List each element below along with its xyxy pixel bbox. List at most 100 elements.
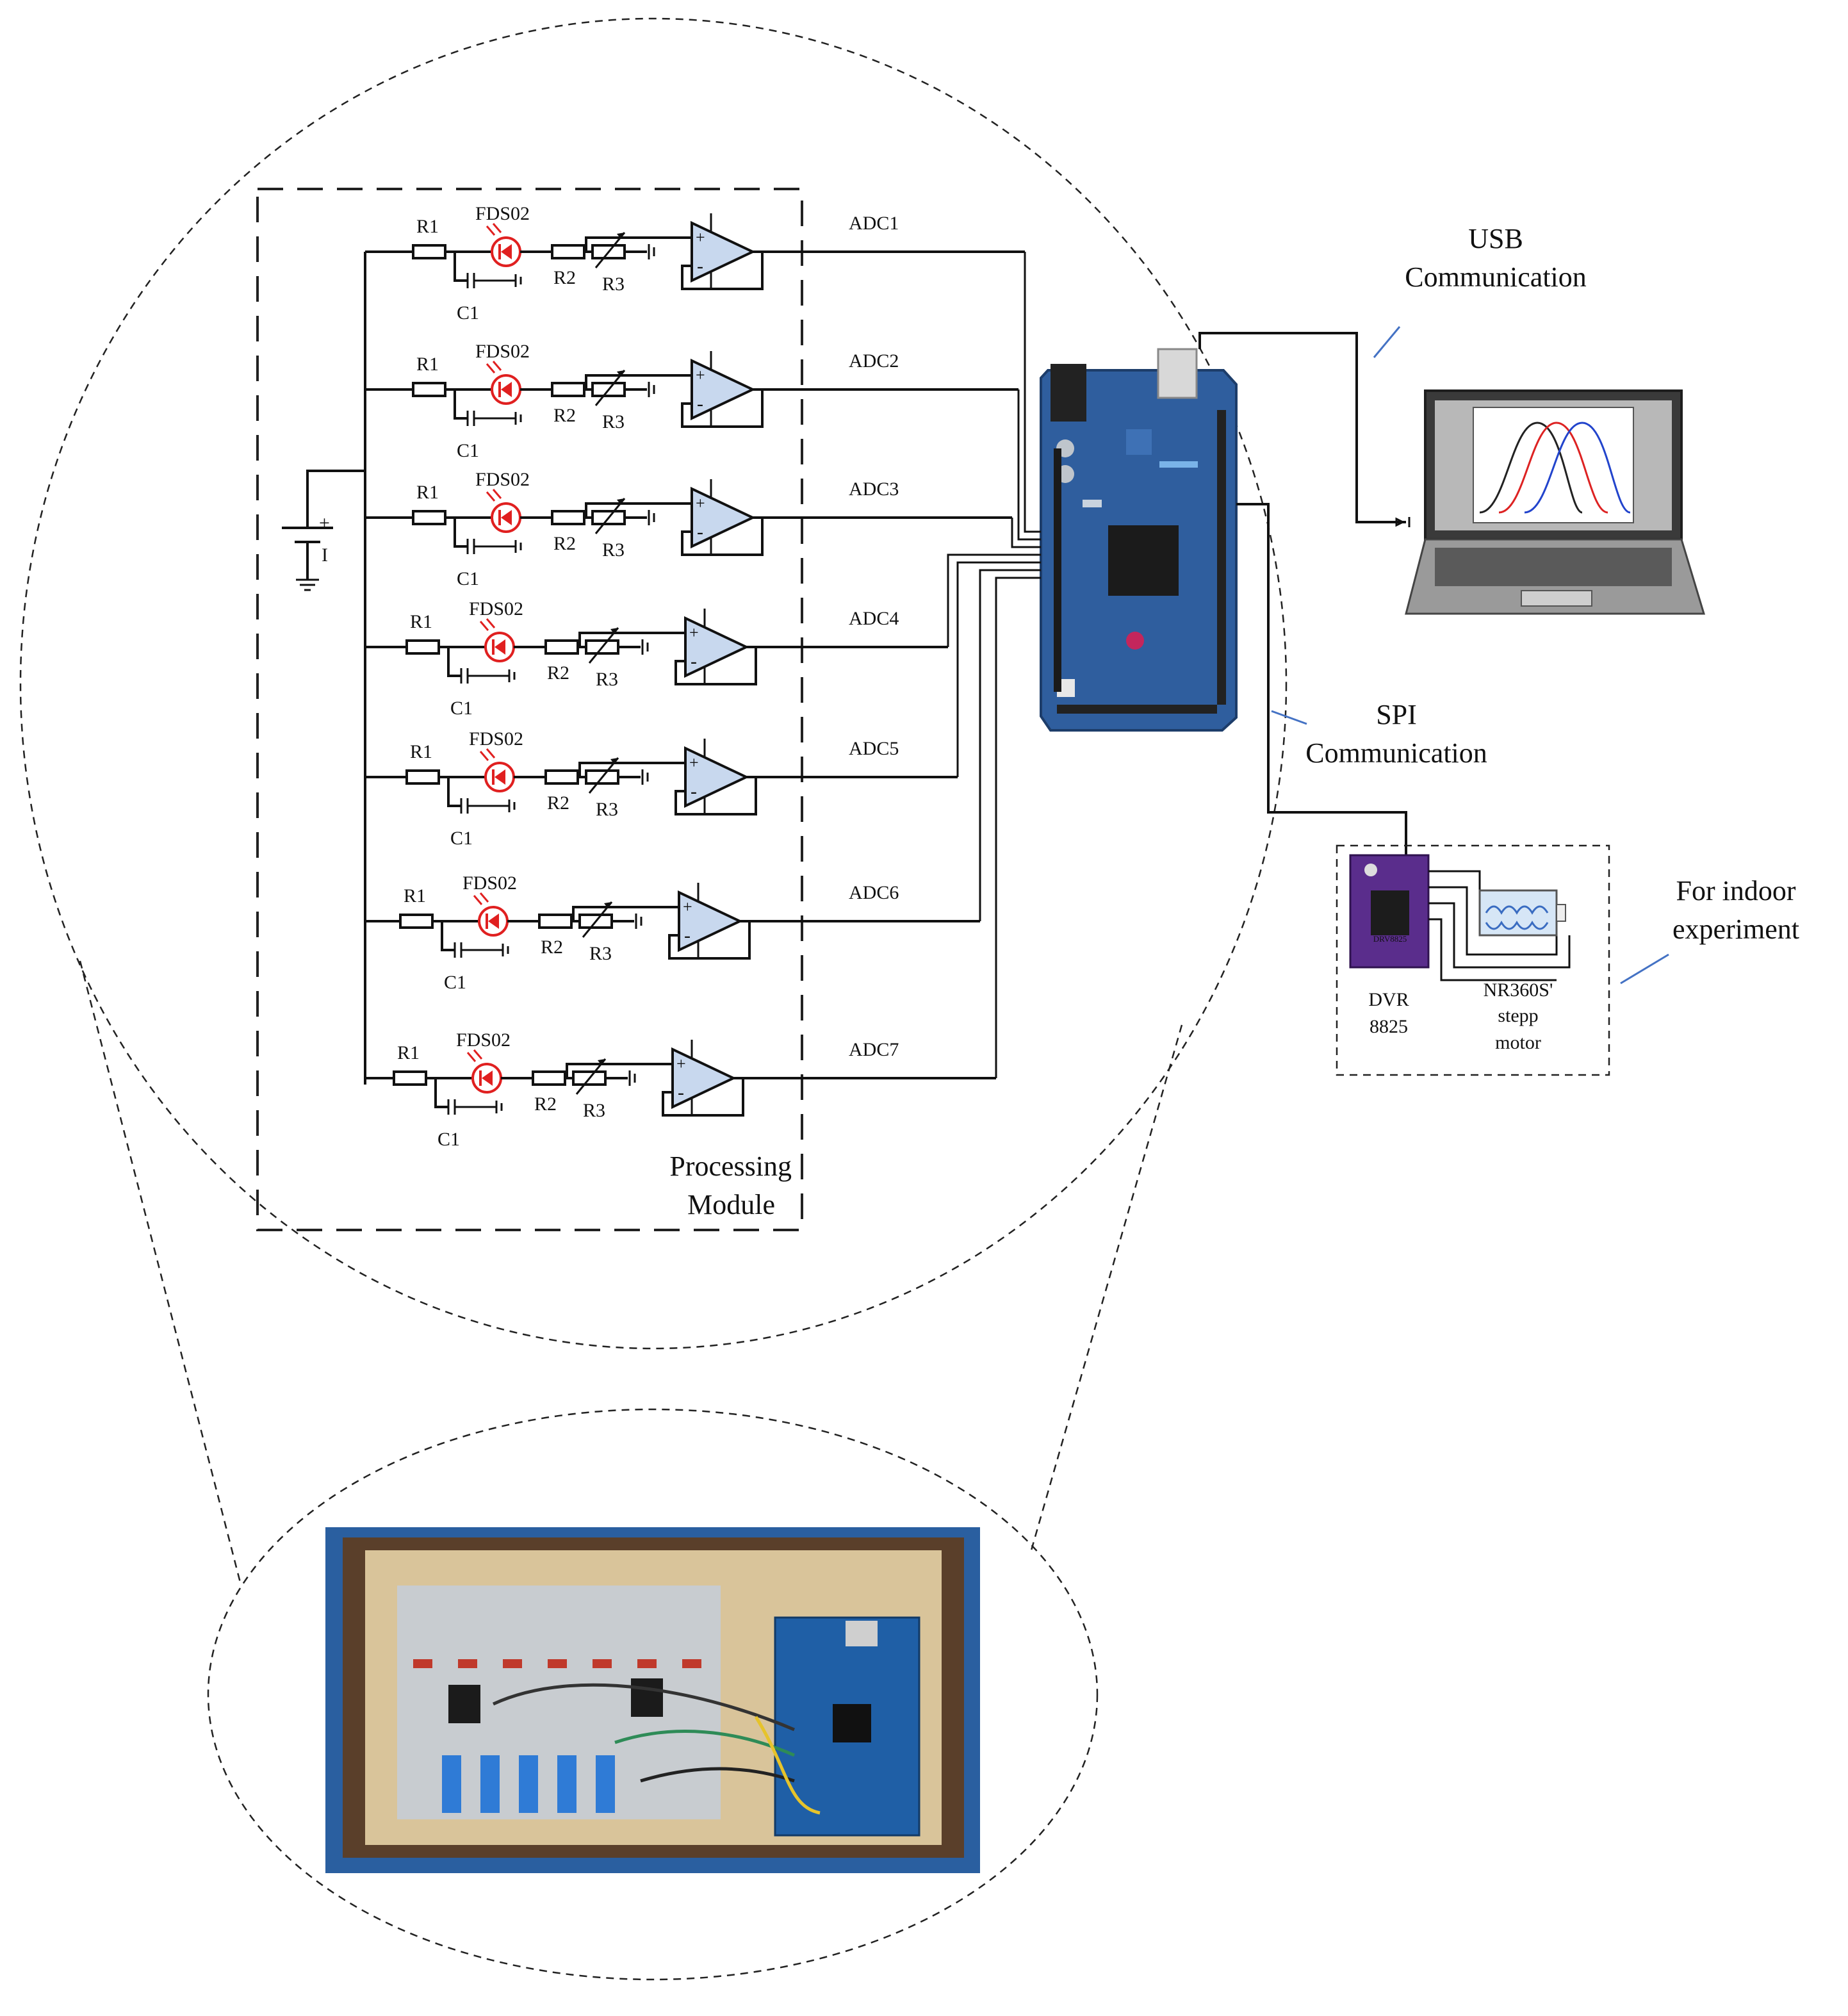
r3-label: R3 <box>602 274 625 295</box>
driver-chip-text: DRV8825 <box>1373 934 1407 944</box>
photodiode-icon <box>486 223 521 267</box>
stepper-motor-icon <box>1478 889 1566 937</box>
adc-label: ADC2 <box>849 350 899 372</box>
spi-link: SPI Communication <box>1236 503 1487 865</box>
r3-label: R3 <box>602 539 625 561</box>
photodiode-icon <box>479 748 515 792</box>
r1-label: R1 <box>416 482 439 503</box>
photodiode-icon <box>479 618 515 662</box>
resistor-icon <box>393 1070 427 1086</box>
photodiode-label: FDS02 <box>469 598 523 619</box>
c1-label: C1 <box>450 698 473 719</box>
svg-text:+: + <box>696 228 705 247</box>
resistor-icon <box>405 769 440 785</box>
opamp-icon: +- <box>684 739 749 815</box>
driver-label-2: 8825 <box>1370 1016 1408 1037</box>
photodiode-label: FDS02 <box>456 1029 511 1051</box>
c1-label: C1 <box>457 440 479 461</box>
opamp-icon: +- <box>691 351 756 428</box>
zoom-ellipse-small <box>207 1408 1099 1981</box>
power-supply: + I <box>282 252 366 1085</box>
arduino-board-icon <box>1040 348 1238 732</box>
photo-photodiodes <box>413 1659 701 1668</box>
spi-label-1: SPI <box>1376 699 1417 730</box>
resistor-icon <box>538 914 573 929</box>
usb-pointer <box>1373 326 1401 358</box>
opamp-icon: +- <box>691 213 756 290</box>
photodiode-icon <box>486 361 521 405</box>
r1-label: R1 <box>416 354 439 375</box>
r1-label: R1 <box>410 741 432 762</box>
zoom-line-left <box>79 960 241 1583</box>
r2-label: R2 <box>541 937 563 958</box>
photodiode-icon <box>473 892 509 937</box>
zoom-ellipse-large <box>19 17 1288 1350</box>
r2-label: R2 <box>547 792 569 814</box>
r3-label: R3 <box>596 669 618 690</box>
hardware-photo <box>325 1527 980 1873</box>
processing-module-label-2: Module <box>687 1189 775 1220</box>
motor-label-2: stepp <box>1498 1005 1538 1026</box>
svg-text:+: + <box>689 753 699 772</box>
r1-label: R1 <box>410 611 432 632</box>
c1-label: C1 <box>457 302 479 324</box>
capacitor-icon <box>447 1099 503 1115</box>
resistor-icon <box>551 382 585 397</box>
motor-label-1: NR360S' <box>1484 979 1553 1001</box>
svg-text:+: + <box>696 366 705 384</box>
capacitor-icon <box>454 942 509 958</box>
svg-text:+: + <box>676 1054 686 1073</box>
adc-bus-wires <box>947 252 1041 1078</box>
motor-label-3: motor <box>1495 1032 1541 1053</box>
svg-text:-: - <box>697 256 703 277</box>
usb-label-1: USB <box>1468 223 1523 254</box>
driver-motor-wires <box>1428 870 1571 981</box>
adc-label: ADC7 <box>849 1039 899 1060</box>
svg-text:-: - <box>678 1082 684 1103</box>
c1-label: C1 <box>450 828 473 849</box>
adc-label: ADC1 <box>849 213 899 234</box>
adc-label: ADC5 <box>849 738 899 759</box>
photodiode-icon <box>486 489 521 533</box>
photodiode-label: FDS02 <box>475 469 530 490</box>
svg-text:+: + <box>696 494 705 512</box>
svg-text:-: - <box>691 651 697 672</box>
indoor-pointer <box>1620 953 1669 985</box>
resistor-icon <box>551 510 585 525</box>
laptop-icon <box>1405 389 1706 615</box>
capacitor-icon <box>466 539 522 554</box>
usb-link: USB Communication <box>1198 223 1587 527</box>
zoom-line-right <box>1030 1024 1183 1551</box>
svg-text:-: - <box>691 781 697 802</box>
r1-label: R1 <box>416 216 439 237</box>
opamp-icon: +- <box>691 479 756 556</box>
laptop-screen-plot <box>1479 422 1631 514</box>
photo-wires <box>492 1683 821 1815</box>
r1-label: R1 <box>397 1042 420 1063</box>
c1-label: C1 <box>444 972 466 993</box>
photo-blue-tapes <box>442 1755 615 1813</box>
photodiode-label: FDS02 <box>469 728 523 750</box>
driver-label-1: DVR <box>1368 989 1409 1010</box>
usb-label-2: Communication <box>1405 261 1587 293</box>
resistor-icon <box>399 914 434 929</box>
r3-label: R3 <box>596 799 618 820</box>
resistor-icon <box>544 639 579 655</box>
svg-text:I: I <box>322 545 328 566</box>
r2-label: R2 <box>534 1094 557 1115</box>
photodiode-icon <box>466 1049 502 1094</box>
capacitor-icon <box>466 273 522 288</box>
svg-text:-: - <box>697 521 703 543</box>
photo-arduino <box>774 1616 920 1837</box>
battery-plus-label: + <box>319 512 330 534</box>
indoor-label-2: experiment <box>1672 914 1799 945</box>
opamp-icon: +- <box>678 883 743 960</box>
resistor-icon <box>551 244 585 259</box>
photodiode-label: FDS02 <box>462 873 517 894</box>
